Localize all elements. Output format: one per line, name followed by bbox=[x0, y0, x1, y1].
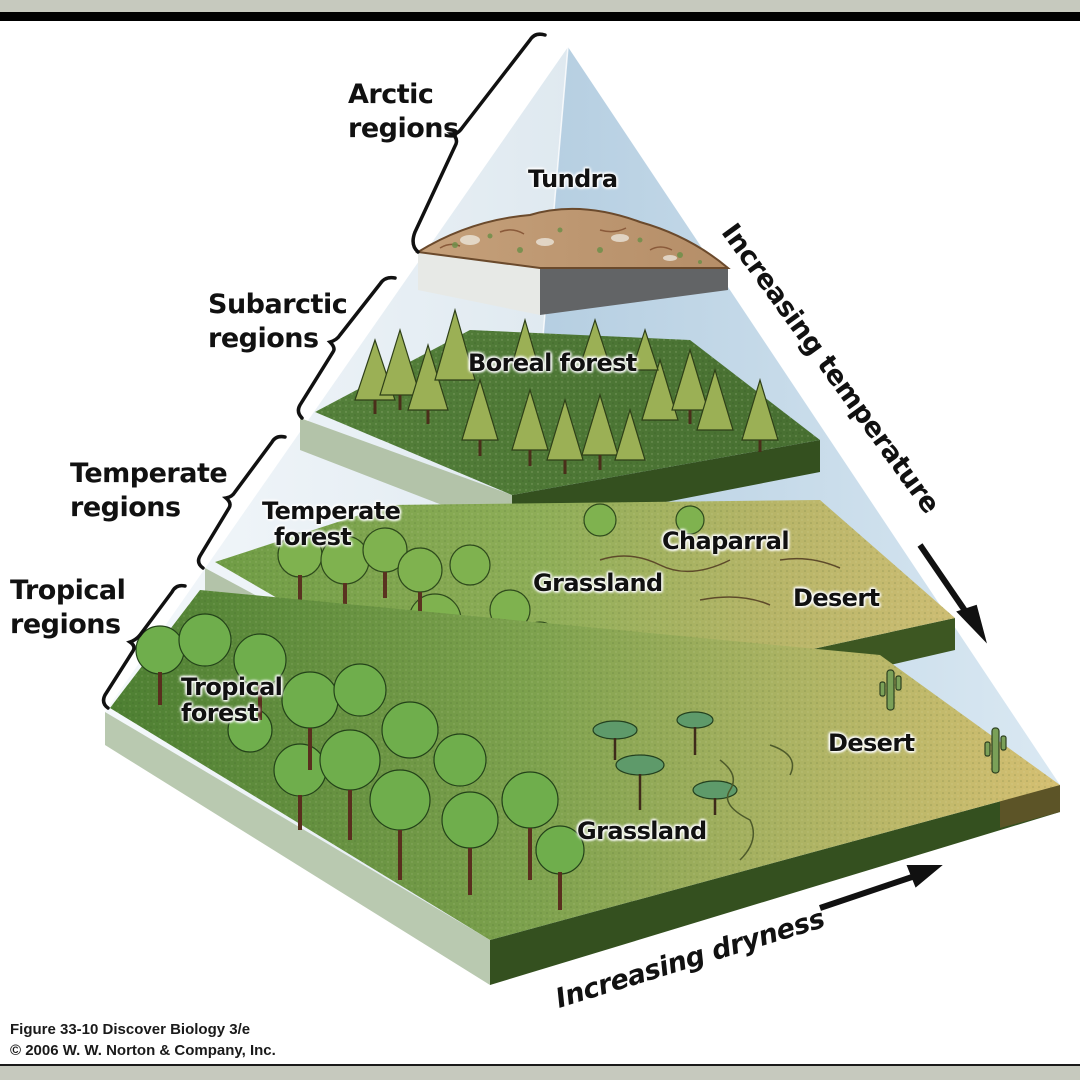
temperature-arrow bbox=[917, 543, 987, 644]
region-label-temperate: Temperate regions bbox=[70, 458, 228, 523]
region-brackets bbox=[101, 32, 547, 710]
boreal-tier bbox=[300, 307, 820, 532]
biome-label-tropical-desert: Desert bbox=[828, 729, 915, 757]
subarctic-bracket bbox=[296, 275, 397, 420]
tropical-bracket bbox=[101, 583, 187, 710]
top-frame-band bbox=[0, 0, 1080, 12]
bottom-frame-rule bbox=[0, 1064, 1080, 1066]
caption-figure-line: Figure 33-10 Discover Biology 3/e bbox=[10, 1021, 251, 1038]
region-label-tropical: Tropical regions bbox=[10, 575, 126, 640]
tropical-tier bbox=[105, 590, 1060, 985]
tundra-tier bbox=[415, 207, 731, 315]
figure-caption: Figure 33-10 Discover Biology 3/e © 2006… bbox=[10, 1019, 276, 1061]
biome-label-tropical-forest: Tropical forest bbox=[181, 673, 283, 727]
biome-label-tundra: Tundra bbox=[528, 165, 618, 193]
biome-label-chaparral: Chaparral bbox=[662, 527, 790, 555]
biome-label-temperate-desert: Desert bbox=[793, 584, 880, 612]
tropical-trees bbox=[135, 613, 585, 875]
biome-label-temperate-grassland: Grassland bbox=[533, 569, 663, 597]
region-label-subarctic: Subarctic regions bbox=[208, 289, 348, 354]
dryness-arrow bbox=[819, 865, 943, 911]
biome-label-temperate-forest: Temperate forest bbox=[262, 497, 401, 551]
top-frame-rule bbox=[0, 12, 1080, 21]
arctic-bracket bbox=[411, 32, 547, 254]
biome-label-tropical-grassland: Grassland bbox=[577, 817, 707, 845]
caption-copyright-line: © 2006 W. W. Norton & Company, Inc. bbox=[10, 1042, 276, 1059]
acacia-trees bbox=[592, 711, 738, 800]
biome-label-boreal-forest: Boreal forest bbox=[468, 349, 637, 377]
cactus bbox=[879, 669, 1007, 774]
temperate-bracket bbox=[196, 434, 287, 570]
bottom-frame-band bbox=[0, 1066, 1080, 1080]
region-label-arctic: Arctic regions bbox=[348, 79, 459, 144]
